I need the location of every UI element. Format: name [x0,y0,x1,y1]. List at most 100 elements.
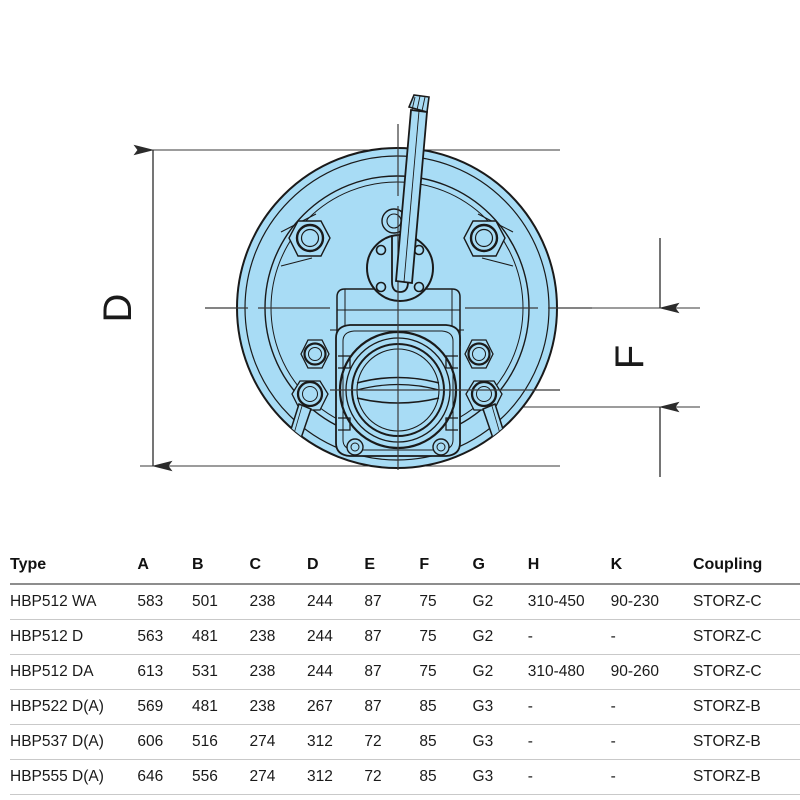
cell-type: HBP555 D(A) [10,768,104,785]
cell-coupling: STORZ-B [692,698,761,715]
column-header-g: G [472,556,485,573]
dimension-label-f: F [608,345,652,369]
cell-d: 267 [306,698,333,715]
cell-k: - [610,768,616,785]
column-header-f: F [419,556,430,573]
bolt-boss-upper-left [288,220,331,257]
cell-d: 244 [306,628,333,645]
bolt-boss-upper-right [463,220,506,257]
cell-f: 85 [419,733,437,750]
cell-b: 531 [192,663,218,680]
cell-d: 244 [306,663,333,680]
cell-h: - [527,733,533,750]
dimension-d: D [96,144,560,472]
column-header-d: D [306,556,319,573]
cell-a: 563 [137,628,164,645]
cell-c: 274 [249,733,276,750]
cell-coupling: STORZ-B [692,733,761,750]
dimension-f: F [520,238,700,477]
cell-b: 481 [192,628,218,645]
table-row: HBP512 DA 613 531 238 244 87 75 G2 310-4… [10,654,800,690]
cell-coupling: STORZ-C [692,593,762,610]
cell-a: 569 [137,698,164,715]
cell-f: 85 [419,698,437,715]
dimension-table: Type A B C D E F G H K Coupling HBP512 W… [10,552,800,795]
cell-e: 72 [364,768,382,785]
cell-coupling: STORZ-B [692,768,761,785]
cell-g: G2 [472,593,494,610]
cell-e: 87 [364,698,382,715]
cell-coupling: STORZ-C [692,628,762,645]
cell-f: 75 [419,628,437,645]
cell-type: HBP512 WA [10,593,97,610]
cell-d: 312 [306,768,333,785]
cell-g: G3 [472,768,494,785]
cell-c: 238 [249,663,276,680]
cell-b: 501 [192,593,218,610]
cell-a: 583 [137,593,164,610]
bolt-boss-middle-right [464,339,494,369]
dimension-label-d: D [96,294,140,323]
cell-k: - [610,628,616,645]
cell-coupling: STORZ-C [692,663,762,680]
cell-h: - [527,628,533,645]
table-row: HBP537 D(A) 606 516 274 312 72 85 G3 - -… [10,724,800,760]
cell-b: 556 [192,768,218,785]
cell-d: 312 [306,733,333,750]
cell-b: 481 [192,698,218,715]
specification-table: Type A B C D E F G H K Coupling HBP512 W… [0,552,800,795]
cell-f: 75 [419,663,437,680]
operating-lever [395,94,430,285]
table-row: HBP522 D(A) 569 481 238 267 87 85 G3 - -… [10,689,800,725]
column-header-type: Type [10,556,47,573]
bolt-boss-middle-left [300,339,330,369]
column-header-a: A [137,556,149,573]
cell-f: 75 [419,593,437,610]
table-header-row: Type A B C D E F G H K Coupling [10,552,800,584]
cell-k: 90-260 [610,663,659,680]
cell-e: 87 [364,663,382,680]
cell-c: 238 [249,593,276,610]
cell-e: 87 [364,593,382,610]
cell-type: HBP512 D [10,628,84,645]
cell-g: G3 [472,698,494,715]
cell-g: G2 [472,663,494,680]
table-row: HBP512 D 563 481 238 244 87 75 G2 - - ST… [10,619,800,655]
cell-a: 646 [137,768,164,785]
table-body: HBP512 WA 583 501 238 244 87 75 G2 310-4… [10,584,800,795]
cell-h: 310-450 [527,593,585,610]
cell-k: - [610,698,616,715]
cell-c: 238 [249,698,276,715]
cell-type: HBP537 D(A) [10,733,104,750]
column-header-k: K [610,556,623,573]
technical-drawing: D F [96,94,700,477]
cell-h: 310-480 [527,663,585,680]
cell-f: 85 [419,768,437,785]
cell-g: G2 [472,628,494,645]
cell-k: - [610,733,616,750]
cell-c: 274 [249,768,276,785]
cell-c: 238 [249,628,276,645]
cell-e: 87 [364,628,382,645]
column-header-b: B [192,556,204,573]
cell-b: 516 [192,733,218,750]
column-header-h: H [527,556,540,573]
cell-k: 90-230 [610,593,659,610]
cell-h: - [527,698,533,715]
cell-h: - [527,768,533,785]
cell-a: 613 [137,663,164,680]
pump-body [205,94,592,470]
cell-a: 606 [137,733,164,750]
table-row: HBP512 WA 583 501 238 244 87 75 G2 310-4… [10,584,800,620]
column-header-e: E [364,556,376,573]
column-header-coupling: Coupling [692,556,763,573]
cell-g: G3 [472,733,494,750]
table-header: Type A B C D E F G H K Coupling [10,552,800,584]
cell-d: 244 [306,593,333,610]
cell-type: HBP522 D(A) [10,698,104,715]
lever-tip-hatch [411,95,426,112]
cell-e: 72 [364,733,382,750]
cell-type: HBP512 DA [10,663,94,680]
column-header-c: C [249,556,262,573]
table-row: HBP555 D(A) 646 556 274 312 72 85 G3 - -… [10,759,800,795]
